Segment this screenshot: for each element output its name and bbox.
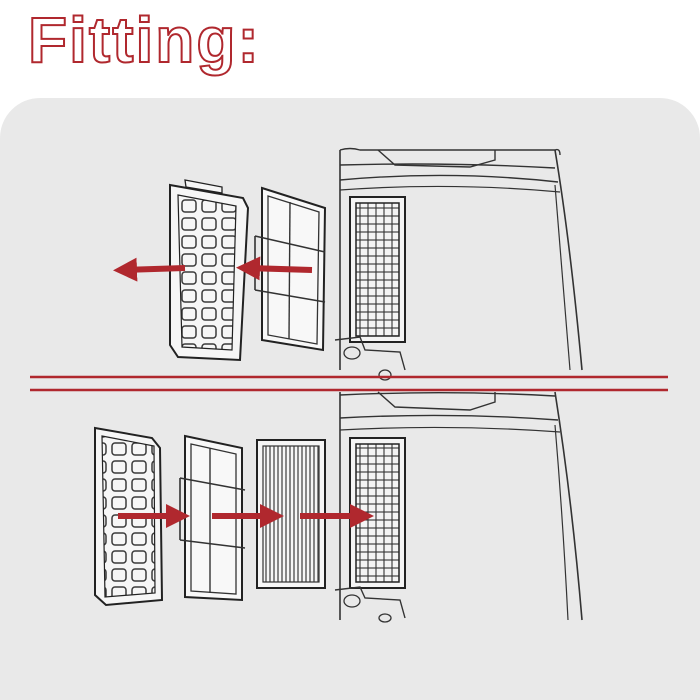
top-arrows	[113, 256, 313, 282]
bottom-unit-body	[334, 391, 583, 623]
arrow-left-icon	[236, 256, 313, 281]
arrow-left-icon	[113, 257, 186, 282]
top-front-grille	[169, 179, 250, 362]
page-title: Fitting:	[27, 4, 261, 76]
top-unit-body	[334, 147, 583, 381]
step-divider	[30, 375, 668, 392]
